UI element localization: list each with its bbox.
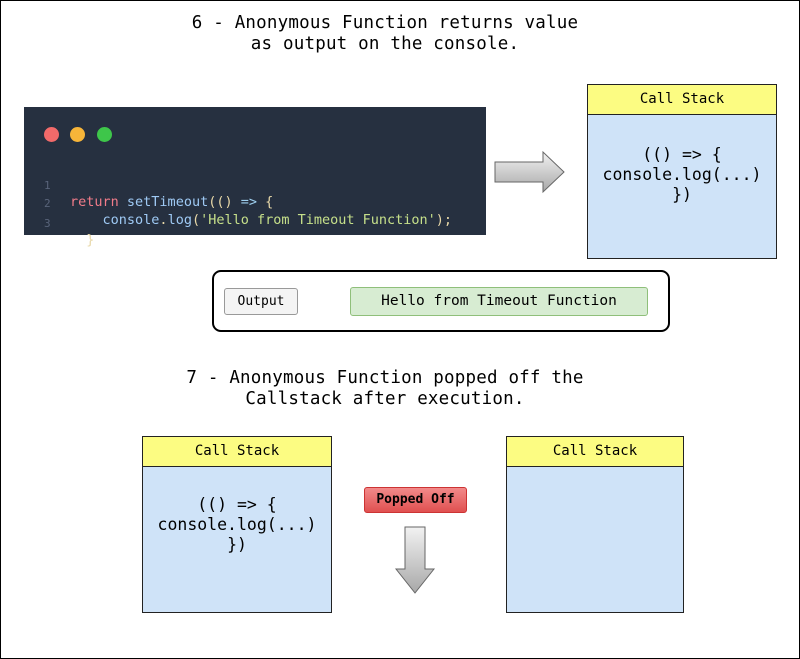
code-text: return setTimeout(() => { [70, 194, 274, 210]
step-7-heading: 7 - Anonymous Function popped off the Ca… [186, 368, 584, 409]
output-text: Hello from Timeout Function [350, 287, 648, 316]
line-number: 3 [44, 217, 51, 230]
popped-off-badge: Popped Off [364, 487, 467, 513]
stack-frame: (() => { console.log(...) }) [602, 145, 762, 204]
call-stack-top: Call Stack (() => { console.log(...) }) [587, 84, 777, 259]
call-stack-before: Call Stack (() => { console.log(...) }) [142, 436, 332, 613]
line-number: 1 [44, 179, 51, 192]
close-dot-icon [44, 127, 59, 142]
call-stack-header: Call Stack [143, 437, 331, 467]
console-output-panel: Output Hello from Timeout Function [212, 270, 670, 332]
code-line: 1 return setTimeout(() => { [44, 162, 273, 210]
code-line: 2 console.log('Hello from Timeout Functi… [44, 180, 452, 228]
step-6-heading: 6 - Anonymous Function returns value as … [191, 13, 579, 54]
maximize-dot-icon [97, 127, 112, 142]
call-stack-header: Call Stack [588, 85, 776, 115]
code-text: } [70, 232, 95, 248]
call-stack-header: Call Stack [507, 437, 683, 467]
code-text: console.log('Hello from Timeout Function… [102, 212, 453, 228]
call-stack-after: Call Stack [506, 436, 684, 613]
code-line: 3 } [44, 200, 94, 248]
stack-frame: (() => { console.log(...) }) [157, 495, 317, 554]
minimize-dot-icon [70, 127, 85, 142]
line-number: 2 [44, 197, 51, 210]
output-label: Output [224, 288, 298, 315]
